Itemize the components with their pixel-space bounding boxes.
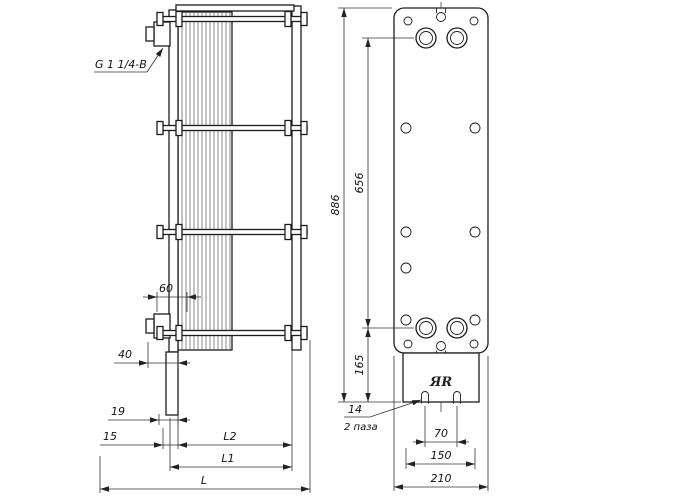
dimension-15: 15	[100, 428, 178, 449]
top-hanging-slot	[436, 8, 446, 22]
dim-40-label: 40	[118, 348, 132, 361]
corner-hole	[469, 16, 479, 26]
bottom-port-right	[446, 317, 468, 339]
slot-callout: 14 2 паза	[344, 399, 422, 433]
bolt-hole	[469, 226, 481, 238]
slots-note-label: 2 паза	[344, 422, 378, 433]
dim-150-label: 150	[431, 449, 452, 462]
top-port-right	[446, 27, 468, 49]
corner-hole	[469, 339, 479, 349]
dimension-60: 60	[143, 282, 201, 312]
fixed-frame-plate	[168, 9, 179, 353]
dim-60-label: 60	[159, 282, 173, 295]
bolt-hole	[469, 314, 481, 326]
top-port-left	[415, 27, 437, 49]
port-size-callout: G 1 1/4-B	[94, 47, 164, 73]
bolt-hole	[469, 122, 481, 134]
dim-210-label: 210	[431, 472, 452, 485]
dimension-l1: L1	[169, 418, 292, 471]
dimension-70: 70	[413, 406, 469, 447]
dim-l1-label: L1	[221, 452, 234, 465]
bottom-port-left	[415, 317, 437, 339]
port-size-label: G 1 1/4-B	[95, 58, 147, 71]
dim-l-label: L	[201, 474, 207, 487]
mounting-slot	[453, 391, 461, 404]
bolt-hole	[400, 262, 412, 274]
pedestal-base	[402, 352, 480, 404]
tie-bolt-row-4	[156, 324, 308, 342]
top-carrying-bar	[175, 4, 295, 12]
top-port-nozzle	[145, 21, 171, 47]
dimension-l2: L2	[177, 350, 293, 471]
frame-plate-outline	[393, 7, 489, 354]
bolt-hole	[400, 226, 412, 238]
dimension-210: 210	[393, 356, 489, 491]
support-column	[291, 5, 302, 351]
corner-hole	[403, 16, 413, 26]
dim-19-label: 19	[111, 405, 125, 418]
dimension-l: L	[99, 340, 311, 493]
mounting-slot	[421, 391, 429, 404]
dim-l2-label: L2	[223, 430, 236, 443]
brand-logo-icon: ЯR	[429, 375, 452, 390]
plate-pack-stripes	[181, 12, 231, 350]
tie-bolt-row-3	[156, 223, 308, 241]
dimension-886: 886	[329, 7, 401, 403]
side-view: G 1 1/4-B 60 40	[94, 4, 311, 493]
dimension-165: 165	[353, 328, 371, 402]
tie-bolt-row-2	[156, 119, 308, 137]
dim-14-label: 14	[348, 403, 362, 416]
front-view: ЯR 886 656 165 14 2 паза	[329, 2, 489, 491]
bolt-hole	[400, 122, 412, 134]
dimension-150: 150	[405, 448, 476, 469]
bolt-hole	[400, 314, 412, 326]
support-foot	[165, 351, 179, 416]
dim-886-label: 886	[329, 195, 342, 216]
dimension-40: 40	[114, 342, 190, 368]
dim-70-label: 70	[434, 427, 448, 440]
corner-hole	[403, 339, 413, 349]
dim-656-label: 656	[353, 173, 366, 194]
dim-15-label: 15	[103, 430, 117, 443]
tie-bolt-row-1	[156, 10, 308, 28]
dim-165-label: 165	[353, 355, 366, 376]
